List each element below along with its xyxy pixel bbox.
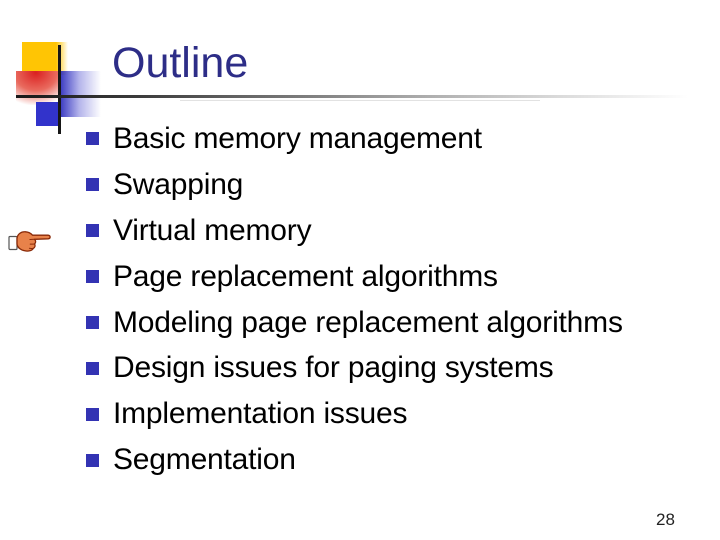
list-item-label: Implementation issues — [113, 397, 408, 431]
list-item-label: Virtual memory — [113, 213, 312, 247]
pointing-hand-icon — [8, 227, 52, 254]
list-item-label: Design issues for paging systems — [113, 351, 554, 385]
list-item: Implementation issues — [86, 391, 696, 437]
deco-blue-square — [36, 102, 59, 126]
list-item: Swapping — [86, 162, 696, 208]
list-item-label: Page replacement algorithms — [113, 259, 498, 293]
bullet-square-icon — [86, 407, 99, 421]
bullet-square-icon — [86, 224, 99, 238]
list-item: Basic memory management — [86, 116, 696, 162]
title-divider-line — [16, 95, 702, 98]
bullet-square-icon — [86, 316, 99, 329]
title-divider-line-echo — [180, 100, 540, 101]
list-item-label: Swapping — [113, 167, 244, 201]
bullet-square-icon — [86, 132, 99, 146]
list-item: Design issues for paging systems — [86, 345, 696, 391]
bullet-square-icon — [86, 178, 99, 192]
list-item-label: Modeling page replacement algorithms — [113, 305, 623, 339]
list-item: Virtual memory — [86, 208, 696, 254]
list-item: Modeling page replacement algorithms — [86, 300, 696, 346]
outline-list: Basic memory management Swapping Virtual… — [86, 116, 696, 483]
bullet-square-icon — [86, 361, 99, 375]
bullet-square-icon — [86, 270, 99, 284]
list-item-label: Segmentation — [113, 443, 296, 477]
list-item-label: Basic memory management — [113, 121, 482, 155]
page-number: 28 — [656, 510, 675, 529]
deco-red-gradient-square — [16, 71, 60, 105]
slide-title: Outline — [112, 39, 249, 87]
deco-vertical-line — [58, 45, 61, 134]
list-item: Segmentation — [86, 437, 696, 483]
bullet-square-icon — [86, 453, 99, 467]
deco-blue-gradient-band — [61, 71, 101, 117]
list-item: Page replacement algorithms — [86, 254, 696, 300]
